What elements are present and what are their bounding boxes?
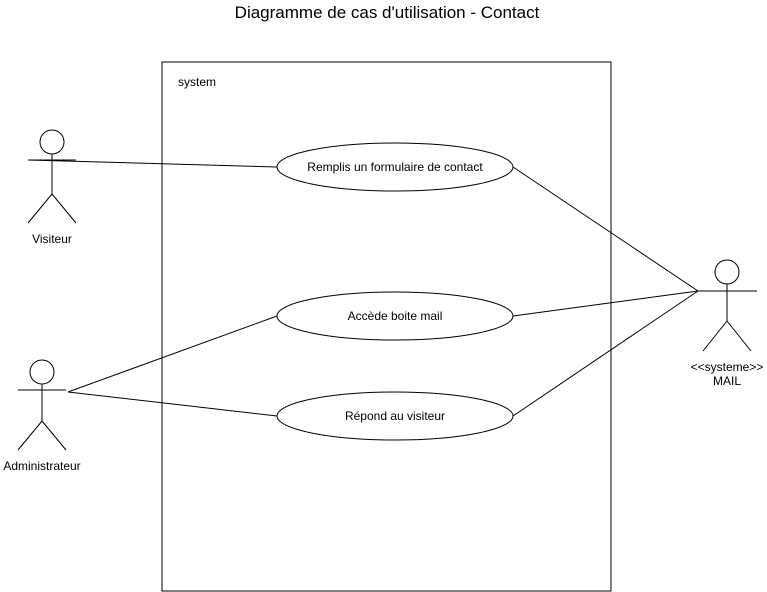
association-remplis-mail [512, 166, 699, 292]
actor-mail-system[interactable]: <<systeme>> MAIL [691, 259, 764, 388]
stick-figure-icon [17, 359, 67, 451]
use-case-ellipse [276, 142, 514, 192]
stick-figure-icon [698, 259, 757, 352]
use-case-accede-boite-mail[interactable]: Accède boite mail [276, 291, 514, 341]
system-boundary [161, 61, 612, 592]
use-case-repond-visiteur[interactable]: Répond au visiteur [276, 391, 514, 441]
diagram-title: Diagramme de cas d'utilisation - Contact [235, 3, 540, 22]
stick-figure-icon [27, 129, 77, 224]
system-boundary-label: system [178, 75, 216, 89]
association-admin-accede [67, 315, 278, 393]
association-accede-mail [512, 290, 699, 317]
actor-administrateur[interactable]: Administrateur [3, 359, 81, 473]
actor-label: Administrateur [3, 459, 80, 473]
association-admin-repond [67, 391, 278, 417]
use-case-ellipse [276, 391, 514, 441]
actor-stereotype-label: <<systeme>> [691, 360, 764, 374]
use-case-label: Accède boite mail [348, 309, 443, 323]
actor-label: Visiteur [32, 232, 72, 246]
use-case-ellipse [276, 291, 514, 341]
use-case-label: Remplis un formulaire de contact [307, 160, 483, 174]
association-repond-mail [512, 290, 699, 417]
actor-visiteur[interactable]: Visiteur [27, 129, 77, 246]
actor-label: MAIL [713, 374, 741, 388]
use-case-label: Répond au visiteur [345, 409, 445, 423]
association-visiteur-remplis [27, 159, 278, 168]
use-case-remplis-formulaire[interactable]: Remplis un formulaire de contact [276, 142, 514, 192]
